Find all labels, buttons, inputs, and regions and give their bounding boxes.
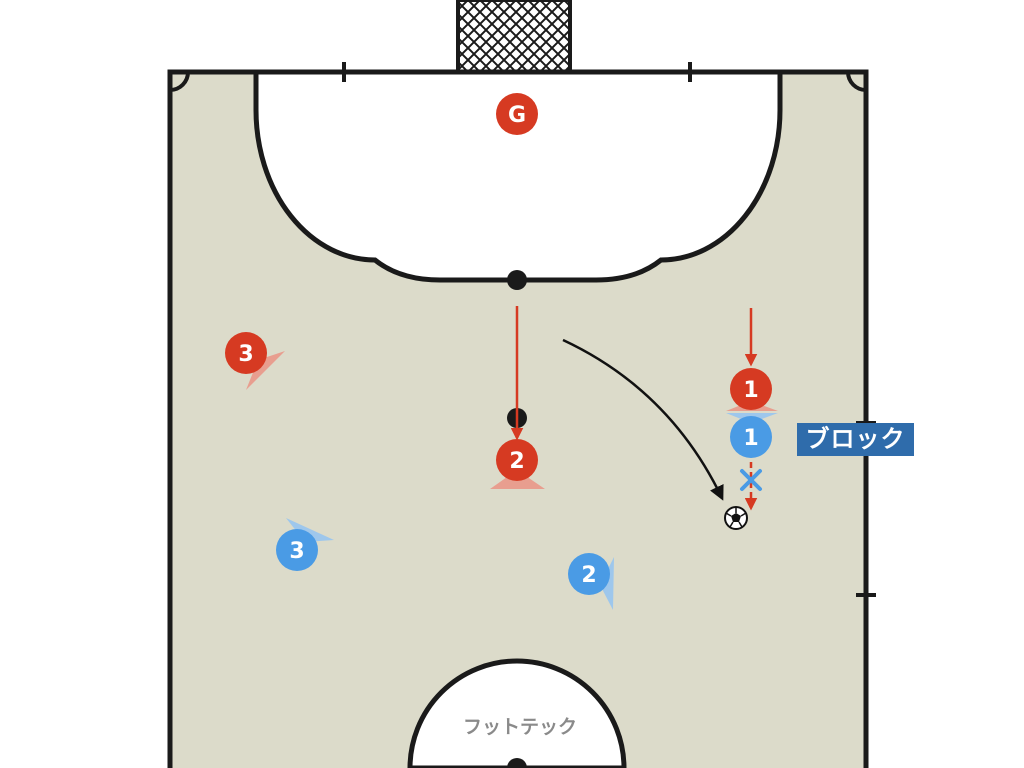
cross-mark-icon [740, 469, 762, 491]
blue-player-2[interactable]: 2 [568, 553, 610, 595]
red-player-1-label: 1 [743, 378, 758, 403]
red-player-3[interactable]: 3 [225, 332, 267, 374]
red-player-2-label: 2 [509, 449, 524, 474]
red-goalkeeper[interactable]: G [496, 93, 538, 135]
red-goalkeeper-label: G [508, 103, 526, 128]
red-3-facing-wedge [246, 351, 285, 390]
blue-player-2-label: 2 [581, 563, 596, 588]
center-spot [507, 758, 527, 768]
red-player-2[interactable]: 2 [496, 439, 538, 481]
pass-arrow [562, 338, 724, 501]
penalty-spot [507, 270, 527, 290]
red-player-3-label: 3 [238, 342, 253, 367]
corner-arc-left [169, 71, 190, 92]
watermark-label: フットテック [462, 716, 577, 738]
blue-player-1-label: 1 [743, 426, 758, 451]
center-circle [407, 658, 627, 768]
blue-player-1[interactable]: 1 [730, 416, 772, 458]
block-tag: ブロック [797, 423, 914, 456]
penalty-area [253, 69, 783, 283]
blue-player-3[interactable]: 3 [276, 529, 318, 571]
red-player-1[interactable]: 1 [730, 368, 772, 410]
goal-net-icon [456, 0, 572, 74]
blue-player-3-label: 3 [289, 539, 304, 564]
corner-arc-right [846, 71, 867, 92]
blue-3-facing-wedge [286, 518, 334, 542]
ball-icon[interactable] [724, 506, 748, 530]
